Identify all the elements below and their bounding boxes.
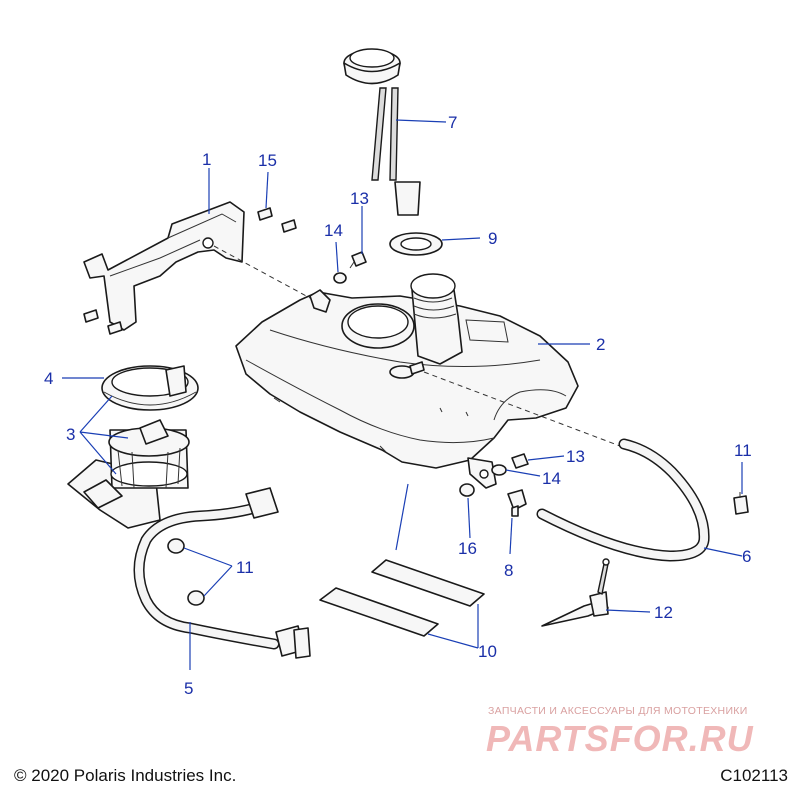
figure-code: C102113 bbox=[720, 766, 788, 785]
hose-part-5[interactable] bbox=[133, 487, 311, 659]
bracket-part-1[interactable] bbox=[83, 201, 245, 331]
grommet-part-16[interactable] bbox=[459, 483, 475, 497]
callout-14-lower: 14 bbox=[542, 469, 561, 488]
fuel-pump-assembly-part-3[interactable] bbox=[67, 419, 190, 529]
clamp-part-11-left-lower[interactable] bbox=[187, 590, 205, 606]
leader-11-left bbox=[183, 547, 233, 597]
leader-16 bbox=[467, 497, 471, 539]
pad-part-10-upper[interactable] bbox=[371, 559, 485, 607]
watermark-tagline: ЗАПЧАСТИ И АКСЕССУАРЫ ДЛЯ МОТОТЕХНИКИ bbox=[488, 705, 748, 717]
callout-11-left: 11 bbox=[236, 558, 254, 577]
leader-3 bbox=[79, 395, 129, 475]
callout-2: 2 bbox=[596, 335, 605, 354]
callout-3: 3 bbox=[66, 425, 75, 444]
pad-reference-line bbox=[395, 483, 409, 551]
leader-9 bbox=[441, 237, 481, 241]
callout-6: 6 bbox=[742, 547, 751, 566]
bolt-part-13-top[interactable] bbox=[349, 251, 367, 269]
fuel-tank-part-2[interactable] bbox=[235, 273, 579, 489]
washer-part-14-lower[interactable] bbox=[491, 464, 507, 476]
callout-8: 8 bbox=[504, 561, 513, 580]
copyright-text: © 2020 Polaris Industries Inc. bbox=[14, 766, 237, 785]
callout-16: 16 bbox=[458, 539, 477, 558]
callout-15: 15 bbox=[258, 151, 277, 170]
gasket-ring-part-9[interactable] bbox=[389, 232, 443, 256]
leader-6 bbox=[703, 547, 743, 557]
alignment-line-bracket bbox=[213, 245, 311, 299]
pad-part-10-lower[interactable] bbox=[319, 587, 439, 637]
callout-7: 7 bbox=[448, 113, 457, 132]
washer-part-14-top[interactable] bbox=[333, 272, 347, 284]
callout-10: 10 bbox=[478, 642, 497, 661]
clip-part-12[interactable] bbox=[541, 558, 610, 627]
callout-13-lower: 13 bbox=[566, 447, 585, 466]
callout-4: 4 bbox=[44, 369, 53, 388]
callout-5: 5 bbox=[184, 679, 193, 698]
callout-13-top: 13 bbox=[350, 189, 369, 208]
lock-ring-part-4[interactable] bbox=[101, 365, 199, 411]
clamp-part-11-left-upper[interactable] bbox=[167, 538, 185, 554]
callout-12: 12 bbox=[654, 603, 673, 622]
callout-9: 9 bbox=[488, 229, 497, 248]
bolt-part-13-lower[interactable] bbox=[511, 453, 529, 469]
leader-8 bbox=[509, 517, 513, 555]
callout-14-top: 14 bbox=[324, 221, 343, 240]
callout-1: 1 bbox=[202, 150, 211, 169]
leader-14-lower bbox=[505, 469, 541, 477]
leader-12 bbox=[605, 609, 651, 613]
fitting-part-8[interactable] bbox=[507, 489, 527, 517]
watermark-logo: PARTSFOR.RU bbox=[486, 718, 754, 759]
callout-11-right: 11 bbox=[734, 441, 752, 460]
leader-15 bbox=[265, 171, 269, 209]
hose-part-6[interactable] bbox=[536, 438, 710, 562]
fuel-cap-sender-part-7[interactable] bbox=[343, 48, 421, 216]
clamp-part-11-right[interactable] bbox=[733, 492, 749, 515]
alignment-line-hose bbox=[423, 371, 621, 447]
leader-10 bbox=[427, 604, 479, 649]
leader-7 bbox=[395, 119, 447, 123]
bolt-set-bracket bbox=[83, 207, 297, 335]
leader-14-top bbox=[335, 241, 339, 273]
leader-13-lower bbox=[527, 455, 565, 461]
